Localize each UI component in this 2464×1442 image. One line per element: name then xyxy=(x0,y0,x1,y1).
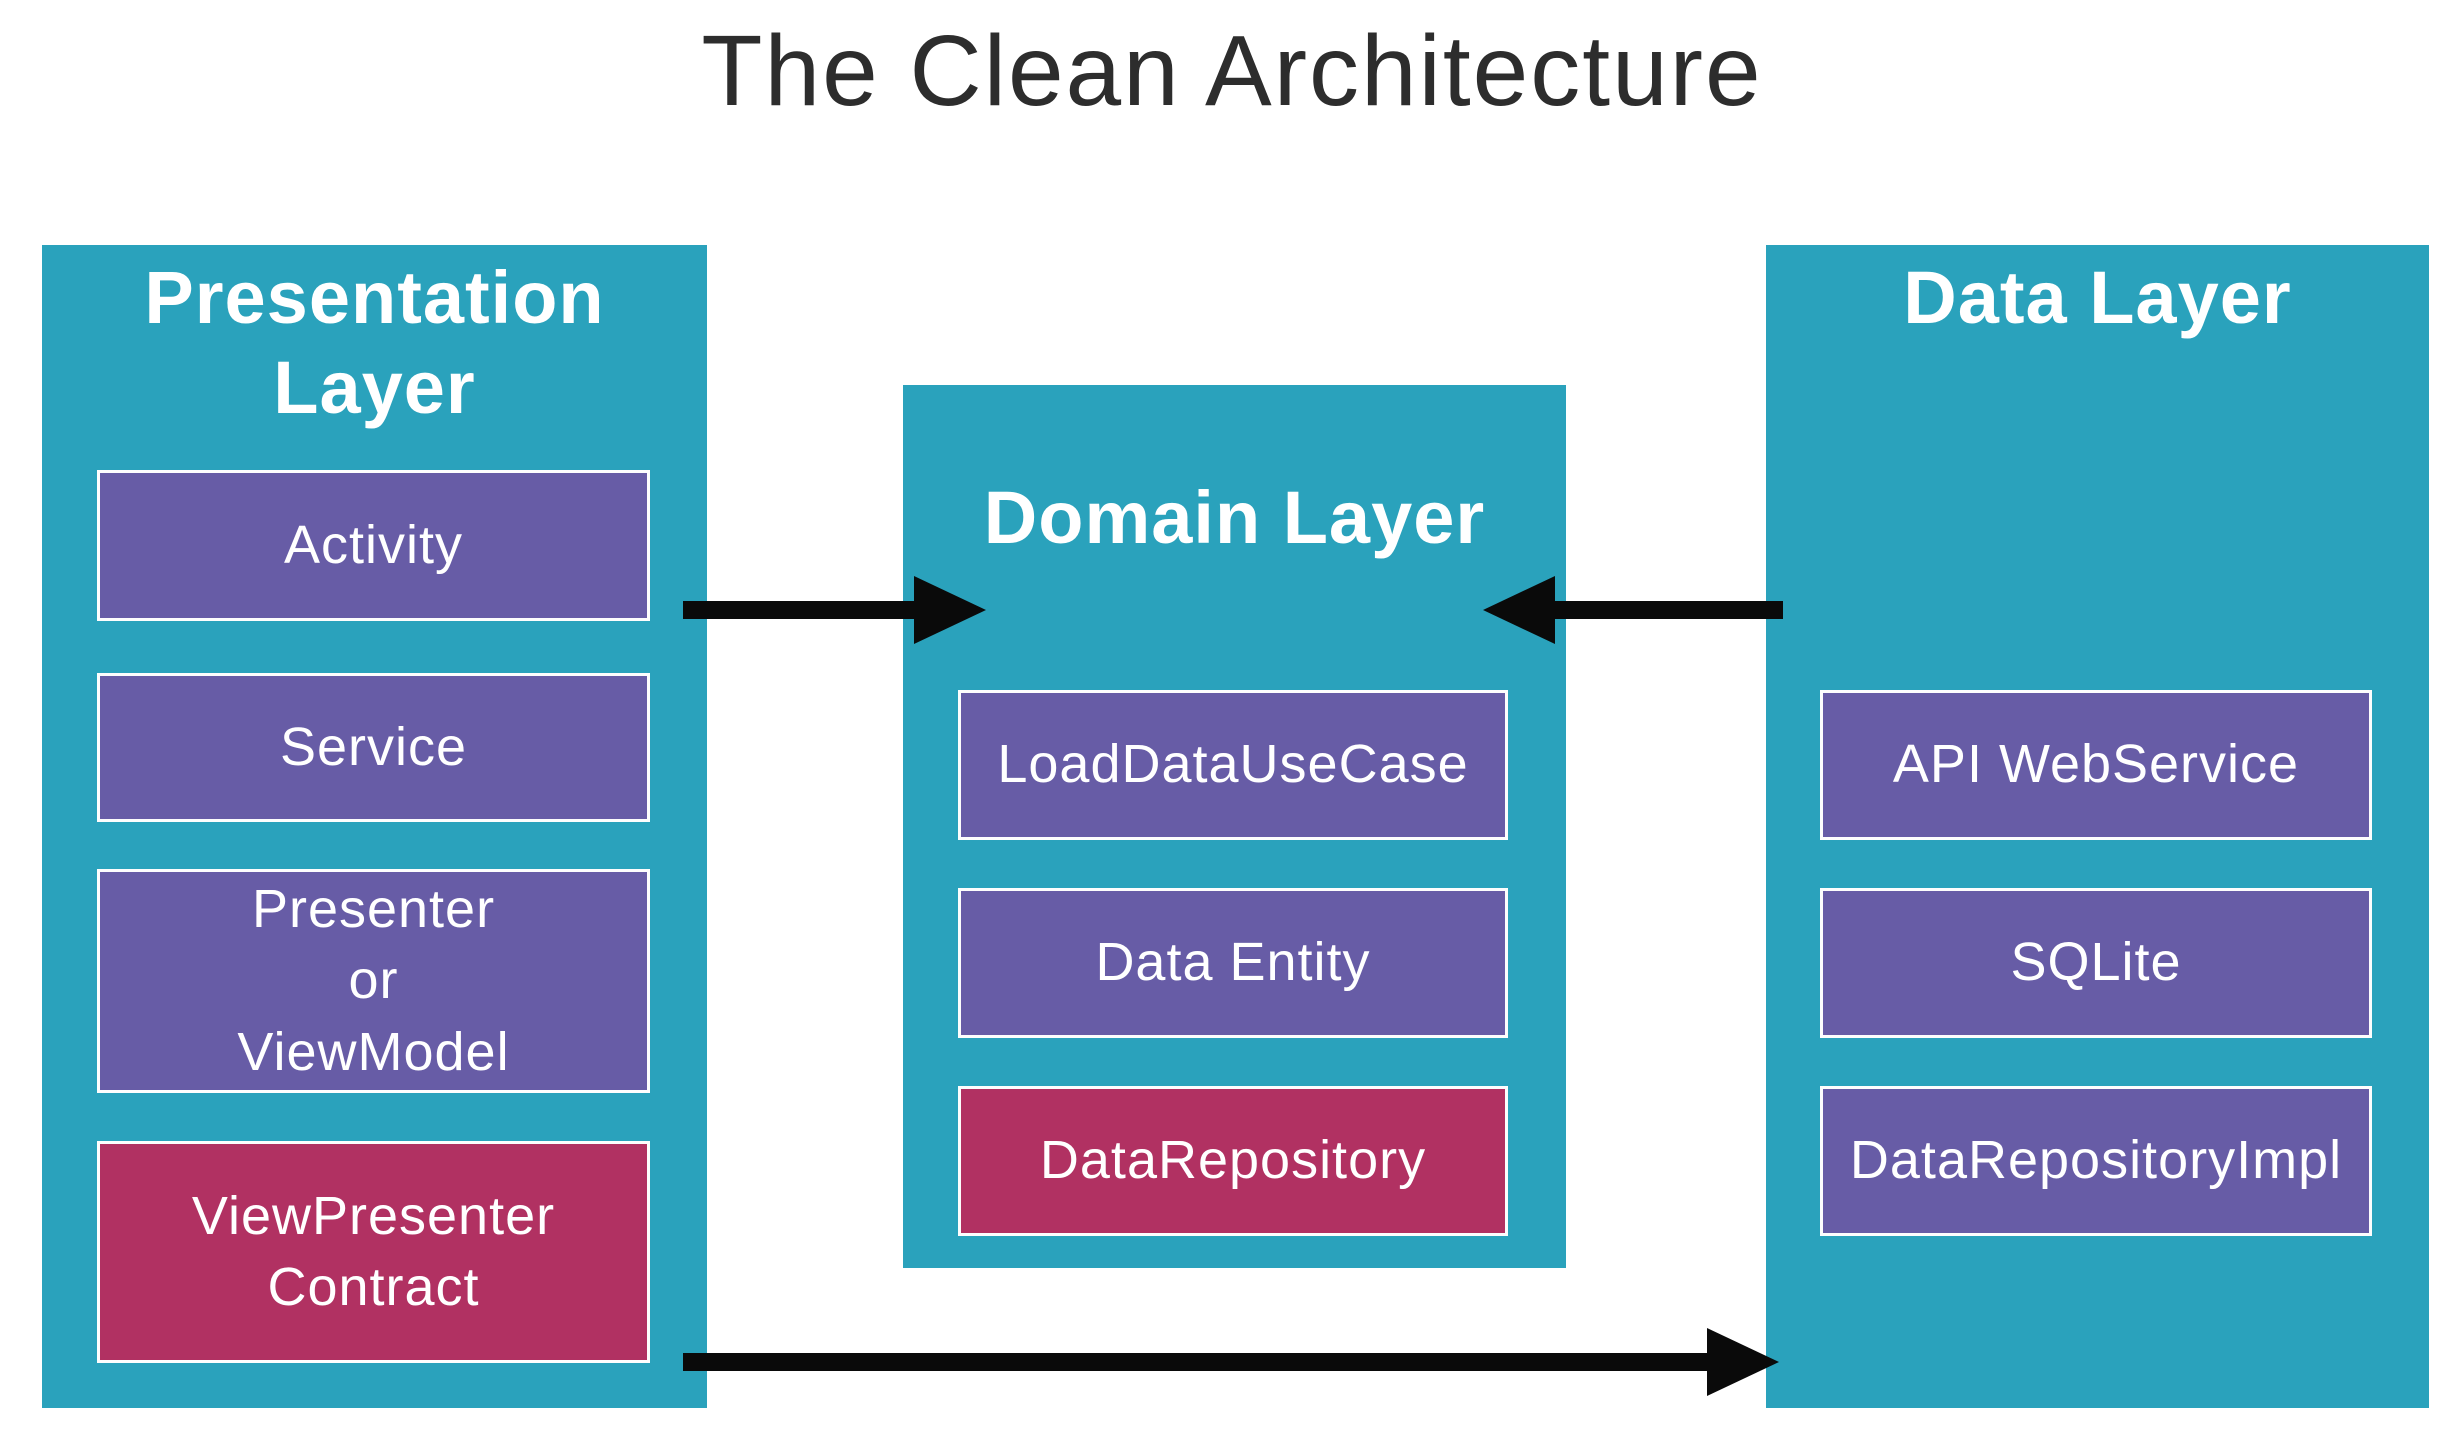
loaddatausecase-box: LoadDataUseCase xyxy=(958,690,1508,840)
arrow-presentation-to-domain xyxy=(683,576,986,644)
activity-label: Activity xyxy=(283,514,464,575)
data-entity-box: Data Entity xyxy=(958,888,1508,1038)
viewpresenter-contract-label: ViewPresenter Contract xyxy=(191,1185,556,1317)
arrow-data-to-domain xyxy=(1483,576,1783,644)
sqlite-label: SQLite xyxy=(2010,932,2182,993)
data-layer-column: Data Layer API WebService SQLite DataRep… xyxy=(1766,245,2429,1408)
arrow-shaft xyxy=(1551,601,1783,619)
activity-box: Activity xyxy=(97,470,650,621)
sqlite-box: SQLite xyxy=(1820,888,2372,1038)
arrow-shaft xyxy=(683,601,918,619)
presenter-or-viewmodel-label: Presenter or ViewModel xyxy=(237,879,510,1082)
arrowhead-left-icon xyxy=(1483,576,1555,644)
datarepositoryimpl-label: DataRepositoryImpl xyxy=(1849,1130,2343,1191)
loaddatausecase-label: LoadDataUseCase xyxy=(997,734,1469,795)
diagram-title: The Clean Architecture xyxy=(701,15,1763,127)
data-entity-label: Data Entity xyxy=(1095,932,1371,993)
domain-layer-column: Domain Layer LoadDataUseCase Data Entity… xyxy=(903,385,1566,1268)
datarepositoryimpl-box: DataRepositoryImpl xyxy=(1820,1086,2372,1236)
presentation-layer-column: Presentation Layer Activity Service Pres… xyxy=(42,245,707,1408)
service-label: Service xyxy=(279,716,468,777)
arrowhead-right-icon xyxy=(1707,1328,1779,1396)
presenter-or-viewmodel-box: Presenter or ViewModel xyxy=(97,869,650,1093)
arrowhead-right-icon xyxy=(914,576,986,644)
data-layer-heading: Data Layer xyxy=(1903,256,2292,339)
arrow-presentation-to-data xyxy=(683,1328,1783,1396)
presentation-layer-heading: Presentation Layer xyxy=(144,256,605,430)
viewpresenter-contract-box: ViewPresenter Contract xyxy=(97,1141,650,1363)
datarepository-box: DataRepository xyxy=(958,1086,1508,1236)
api-webservice-box: API WebService xyxy=(1820,690,2372,840)
service-box: Service xyxy=(97,673,650,822)
domain-layer-heading: Domain Layer xyxy=(983,476,1486,559)
arrow-shaft xyxy=(683,1353,1711,1371)
datarepository-label: DataRepository xyxy=(1039,1130,1427,1191)
api-webservice-label: API WebService xyxy=(1892,734,2300,795)
